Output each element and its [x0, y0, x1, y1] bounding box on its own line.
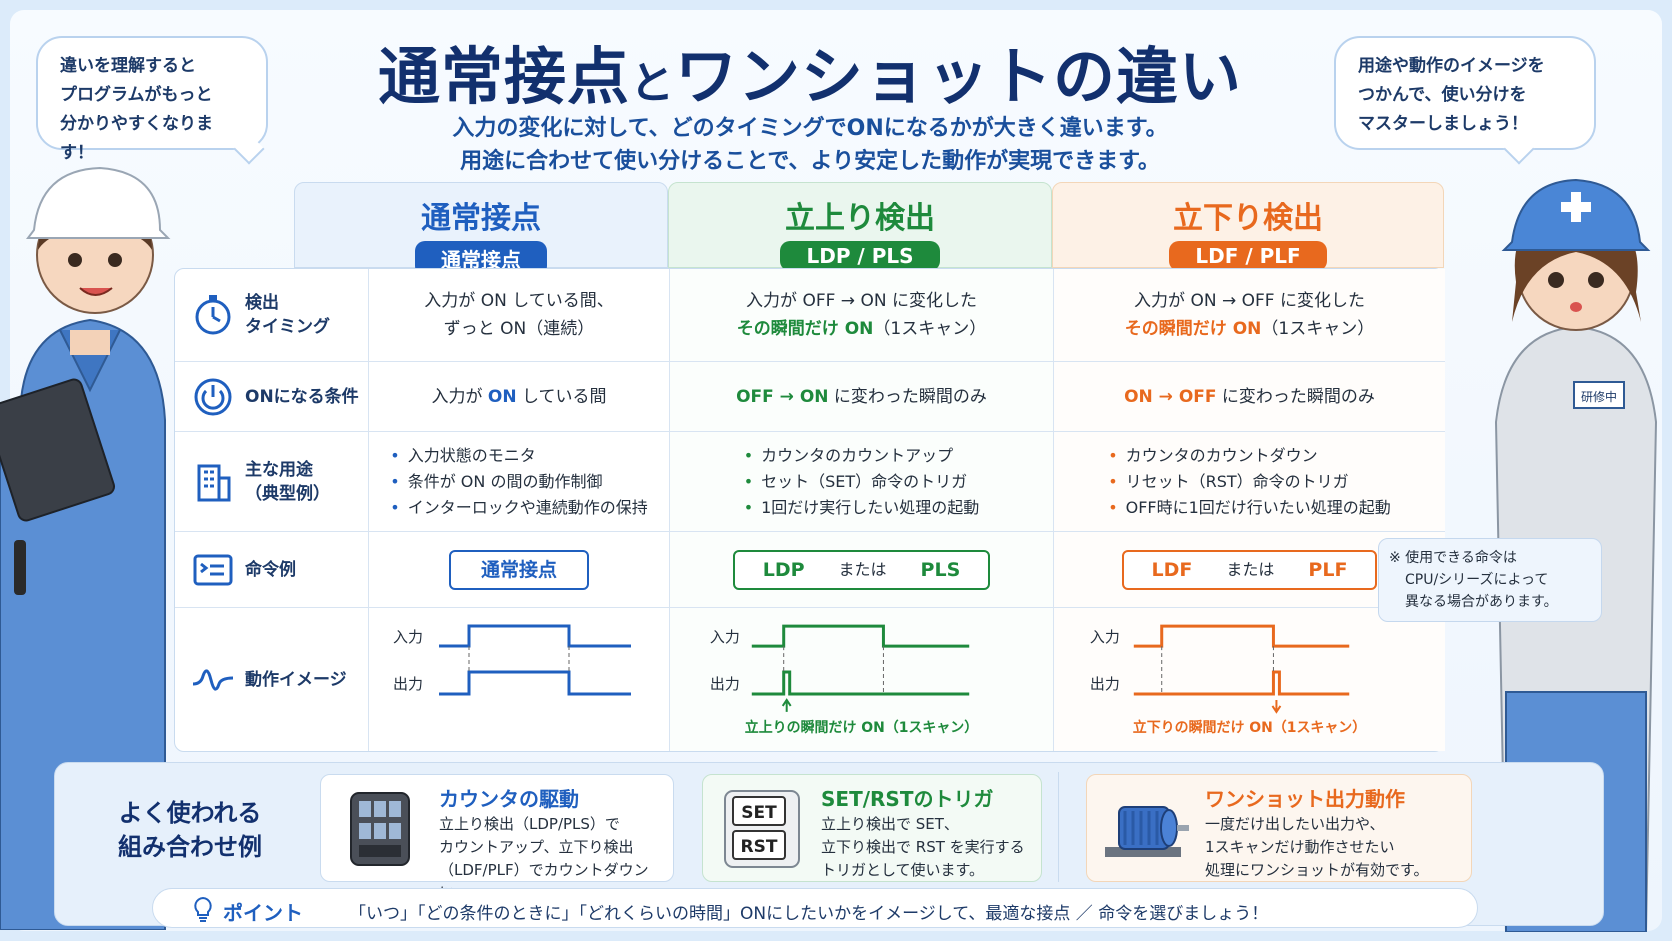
- speech-bubble-right: 用途や動作のイメージを つかんで、使い分けを マスターしましょう！: [1334, 36, 1596, 165]
- timing-falling: 入力が ON → OFF に変化したその瞬間だけ ON（1スキャン）: [1053, 269, 1445, 361]
- rising-note: 立上りの瞬間だけ ON（1スキャン）: [745, 718, 978, 735]
- timing-rising: 入力が OFF → ON に変化したその瞬間だけ ON（1スキャン）: [669, 269, 1053, 361]
- building-icon: [197, 464, 231, 501]
- output-waveform: [439, 670, 631, 695]
- speech-bubble-left: 違いを理解すると プログラムがもっと 分かりやすくなります！: [36, 36, 268, 165]
- row-operation-image: 動作イメージ 入力 出力 入力 出力 立上りの瞬間だけ: [175, 607, 1445, 751]
- input-waveform: [439, 624, 631, 647]
- output-label: 出力: [710, 674, 740, 692]
- column-head-falling: 立下り検出 LDF / PLF: [1052, 182, 1444, 271]
- output-pulse: [751, 670, 970, 695]
- usage-falling: カウンタのカウントダウンリセット（RST）命令のトリガOFF時に1回だけ行いたい…: [1053, 432, 1445, 531]
- command-normal: 通常接点: [369, 532, 669, 607]
- input-waveform: [751, 624, 970, 648]
- up-arrow-icon: [781, 697, 792, 712]
- down-arrow-icon: [1271, 699, 1282, 714]
- subtitle-line-1: 入力の変化に対して、どのタイミングでONになるかが大きく違います。: [452, 116, 1168, 141]
- input-label: 入力: [1090, 628, 1120, 646]
- waveform-rising: 入力 出力 立上りの瞬間だけ ON（1スキャン）: [669, 608, 1053, 751]
- row-detection-timing: 検出タイミング 入力が ON している間、ずっと ON（連続） 入力が OFF …: [175, 269, 1445, 361]
- counter-icon: [350, 792, 410, 866]
- condition-normal: 入力が ON している間: [431, 386, 607, 407]
- list-icon: [193, 554, 233, 585]
- svg-text:RST: RST: [741, 837, 778, 857]
- stopwatch-icon: [195, 295, 231, 335]
- combination-title: よく使われる 組み合わせ例: [118, 799, 262, 861]
- condition-falling: ON → OFF に変わった瞬間のみ: [1053, 362, 1445, 431]
- comparison-table: 検出タイミング 入力が ON している間、ずっと ON（連続） 入力が OFF …: [174, 268, 1445, 752]
- falling-note: 立下りの瞬間だけ ON（1スキャン）: [1133, 718, 1366, 735]
- waveform-falling: 入力 出力 立下りの瞬間だけ ON（1スキャン）: [1053, 608, 1445, 751]
- name-badge: 研修中: [1581, 389, 1617, 404]
- card-set-rst: SET RST SET/RSTのトリガ 立上り検出で SET、 立下り検出で R…: [702, 774, 1042, 882]
- subtitle-line-2: 用途に合わせて使い分けることで、より安定した動作が実現できます。: [460, 149, 1160, 174]
- card-oneshot-output: ワンショット出力動作 一度だけ出したい出力や、 1スキャンだけ動作させたい 処理…: [1086, 774, 1472, 882]
- input-label: 入力: [393, 628, 423, 646]
- row-main-usage: 主な用途（典型例） 入力状態のモニタ条件が ON の間の動作制御インターロックや…: [175, 431, 1445, 531]
- column-head-rising: 立上り検出 LDP / PLS: [668, 182, 1052, 271]
- usage-normal: 入力状態のモニタ条件が ON の間の動作制御インターロックや連続動作の保持: [369, 432, 669, 531]
- set-rst-icon: SET RST: [724, 790, 800, 868]
- output-pulse: [1133, 670, 1350, 695]
- waveform-normal: 入力 出力: [369, 608, 669, 751]
- output-label: 出力: [1090, 674, 1120, 692]
- lightbulb-icon: [194, 896, 212, 922]
- row-on-condition: ONになる条件 入力が ON している間 OFF → ON に変わった瞬間のみ …: [175, 361, 1445, 431]
- column-head-normal: 通常接点 通常接点: [294, 182, 668, 276]
- input-waveform: [1133, 624, 1350, 648]
- power-icon: [194, 378, 232, 415]
- card-counter: カウンタの駆動 立上り検出（LDP/PLS）で カウントアップ、立下り検出 （L…: [320, 774, 674, 902]
- page-title: 通常接点とワンショットの違い: [377, 40, 1243, 113]
- svg-text:SET: SET: [741, 803, 777, 823]
- condition-rising: OFF → ON に変わった瞬間のみ: [669, 362, 1053, 431]
- input-label: 入力: [710, 628, 740, 646]
- pulse-icon: [192, 668, 234, 691]
- divider: [1058, 772, 1059, 882]
- motor-icon: [1105, 806, 1189, 857]
- point-bar: ポイント 「いつ」「どの条件のときに」「どれくらいの時間」ONにしたいかをイメー…: [152, 888, 1478, 928]
- output-label: 出力: [393, 675, 423, 693]
- timing-normal: 入力が ON している間、ずっと ON（連続）: [424, 291, 614, 339]
- usage-rising: カウンタのカウントアップセット（SET）命令のトリガ1回だけ実行したい処理の起動: [669, 432, 1053, 531]
- command-availability-note: ※ 使用できる命令は CPU/シリーズによって 異なる場合があります。: [1378, 538, 1602, 622]
